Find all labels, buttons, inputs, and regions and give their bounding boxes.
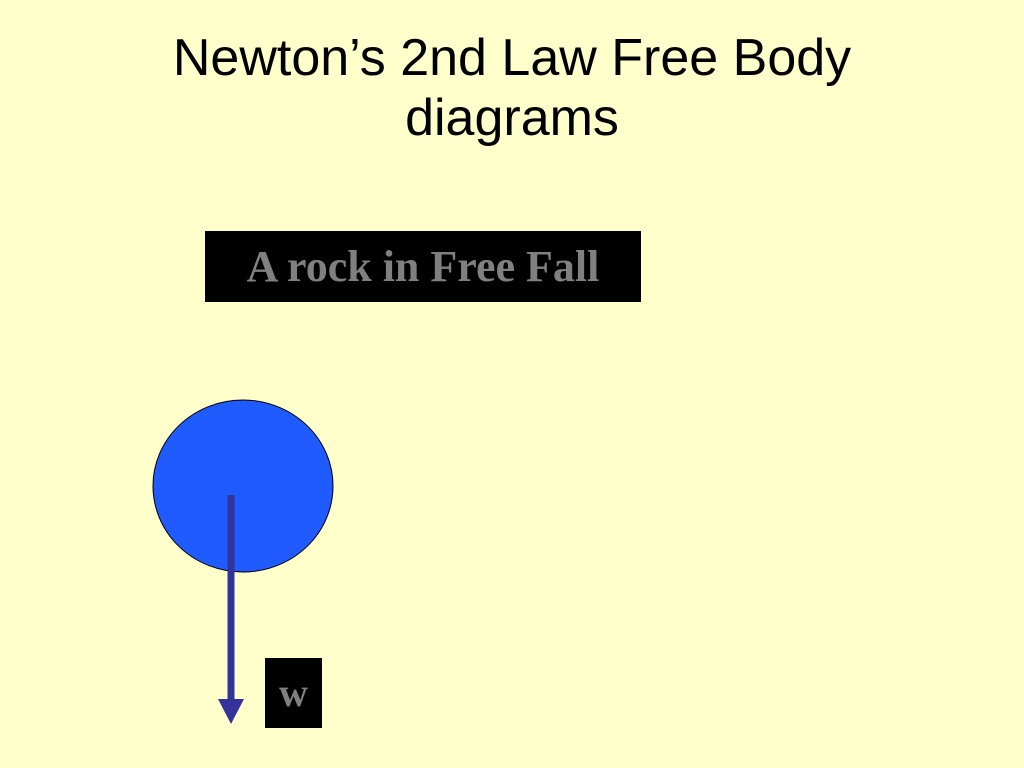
title-line-1: Newton’s 2nd Law Free Body: [172, 29, 852, 87]
slide-title: Newton’s 2nd Law Free Body diagrams: [0, 28, 1024, 148]
weight-arrowhead: [218, 699, 244, 724]
weight-label-box: w: [265, 658, 322, 728]
weight-label: w: [279, 670, 308, 715]
rock: [152, 399, 334, 573]
caption-text: A rock in Free Fall: [246, 242, 600, 291]
caption-box: A rock in Free Fall: [205, 231, 641, 302]
title-line-2: diagrams: [405, 89, 619, 147]
